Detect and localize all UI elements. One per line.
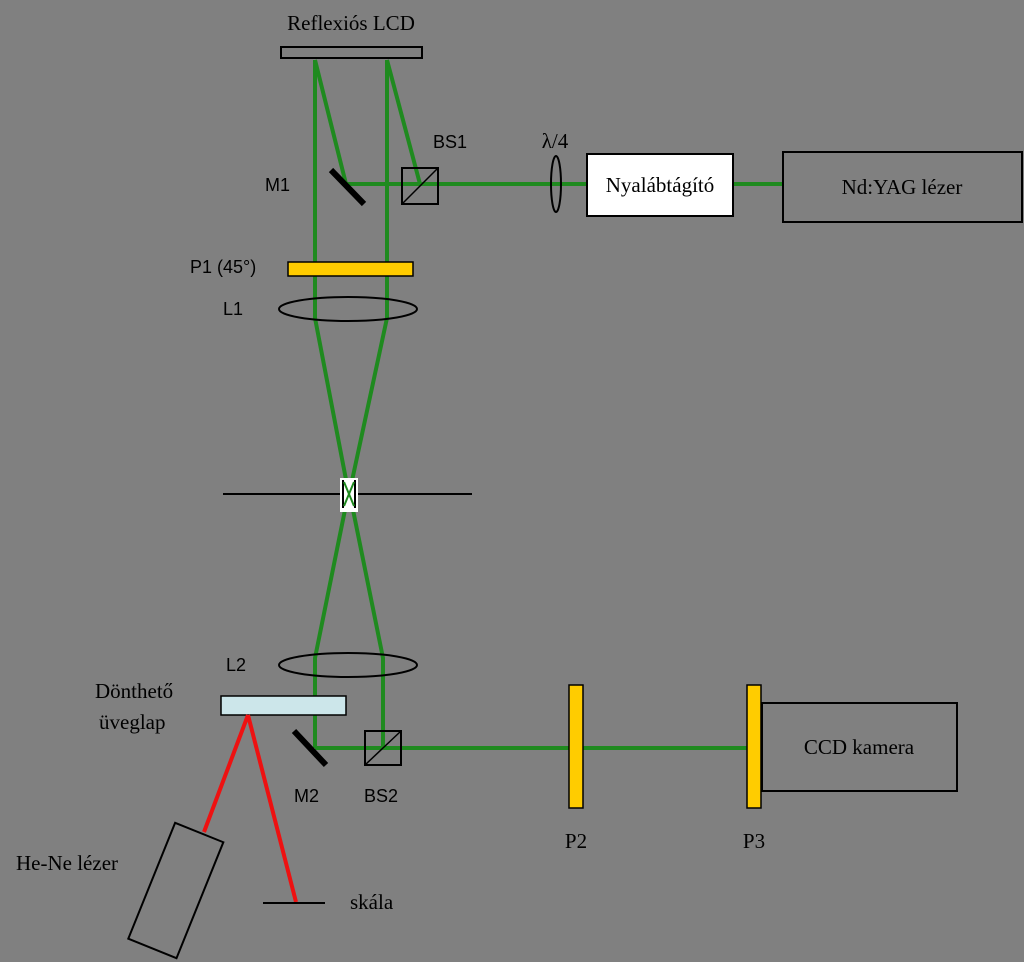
hene-laser-label: He-Ne lézer (16, 851, 118, 875)
lens-l1 (278, 296, 418, 322)
mirror-m2 (291, 728, 329, 768)
polarizer-p1 (287, 261, 414, 277)
bs2-label: BS2 (364, 786, 398, 806)
beam-splitter-bs2 (364, 730, 402, 766)
m2-label: M2 (294, 786, 319, 806)
glass-label-line2: üveglap (99, 710, 165, 734)
p1-label: P1 (45°) (190, 257, 256, 277)
red-beam-reflected (246, 714, 298, 903)
ccd-camera-label: CCD kamera (804, 735, 915, 759)
hene-laser-box (126, 821, 225, 960)
l1-label: L1 (223, 299, 243, 319)
ccd-camera-box (761, 702, 958, 792)
p2-label: P2 (565, 829, 587, 853)
beam-expander-box (586, 153, 734, 217)
polarizer-p3 (746, 684, 762, 809)
green-beam-right-lower (348, 494, 385, 748)
aperture-stop (223, 478, 472, 512)
glass-label-line1: Dönthető (95, 679, 173, 703)
scale-label: skála (350, 890, 394, 914)
tiltable-glass-plate (220, 695, 347, 716)
beam-expander-label: Nyalábtágító (606, 173, 714, 197)
l2-label: L2 (226, 655, 246, 675)
lcd-label: Reflexiós LCD (287, 11, 415, 35)
green-beam-left-lower (313, 494, 350, 748)
ndyag-laser-box (782, 151, 1023, 223)
m1-label: M1 (265, 175, 290, 195)
lambda4-label: λ/4 (542, 129, 569, 153)
reflective-lcd (280, 46, 423, 59)
ndyag-laser-label: Nd:YAG lézer (842, 175, 963, 199)
green-beam-left-upper (313, 60, 350, 491)
green-beam-m1-to-lcd (313, 59, 348, 185)
beam-splitter-bs1 (401, 167, 439, 205)
red-beam-incident (202, 714, 250, 833)
p3-label: P3 (743, 829, 765, 853)
green-beam-bs1-to-lcd (385, 59, 422, 185)
quarter-wave-plate (550, 155, 562, 213)
mirror-m1 (328, 167, 367, 207)
bs1-label: BS1 (433, 132, 467, 152)
lens-l2 (278, 652, 418, 678)
polarizer-p2 (568, 684, 584, 809)
